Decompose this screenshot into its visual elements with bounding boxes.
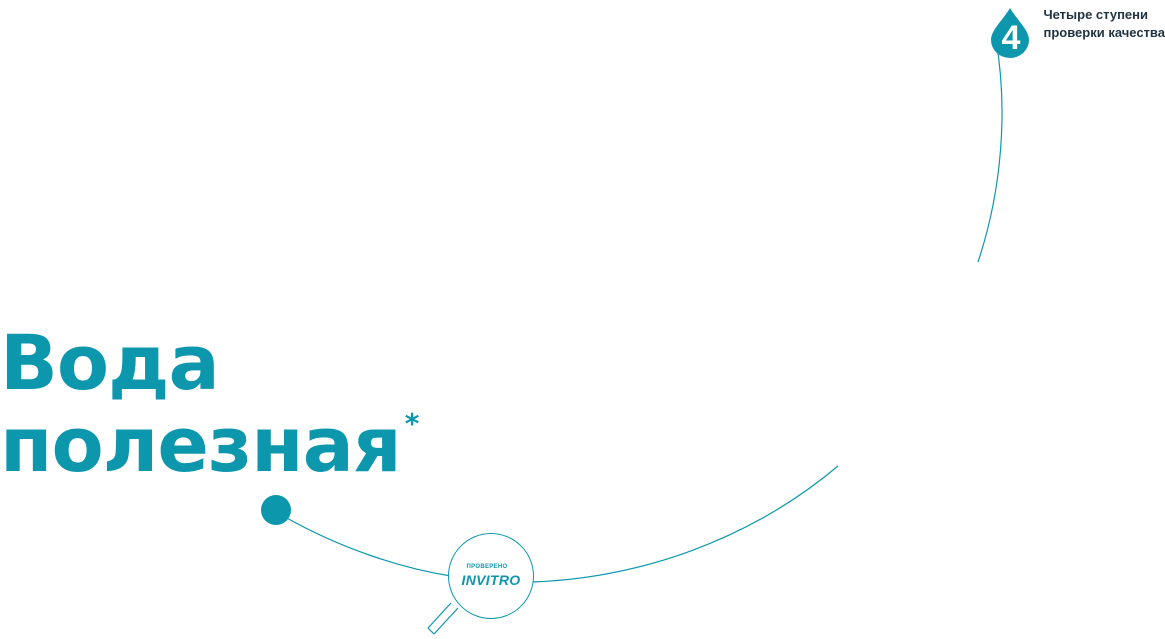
page-title-line-2: полезная* — [0, 404, 420, 486]
water-drop-icon: 4 — [991, 8, 1030, 58]
seal-brand-label: INVITRO — [461, 572, 521, 588]
quality-steps-badge: 4 Четыре ступени проверки качества — [987, 6, 1165, 58]
seal-verified-label: ПРОВЕРЕНО — [466, 564, 508, 570]
badge-caption-line-1: Четыре ступени — [1043, 7, 1149, 22]
page-title-line-2-text: полезная — [0, 400, 402, 489]
badge-number: 4 — [1002, 19, 1021, 57]
accent-dot — [261, 495, 291, 525]
arc-lower — [532, 465, 839, 583]
badge-caption: Четыре ступени проверки качества — [1043, 6, 1165, 42]
magnifier-handle-icon — [427, 602, 459, 635]
page-title: Вода полезная* — [0, 318, 420, 486]
arc-upper-right — [977, 39, 1003, 263]
page-title-line-1: Вода — [0, 318, 220, 407]
badge-caption-line-2: проверки качества — [1043, 25, 1165, 40]
invitro-verified-seal: ПРОВЕРЕНО INVITRO — [448, 533, 534, 619]
footnote-asterisk: * — [404, 407, 420, 440]
arc-dot-connector — [284, 516, 452, 577]
